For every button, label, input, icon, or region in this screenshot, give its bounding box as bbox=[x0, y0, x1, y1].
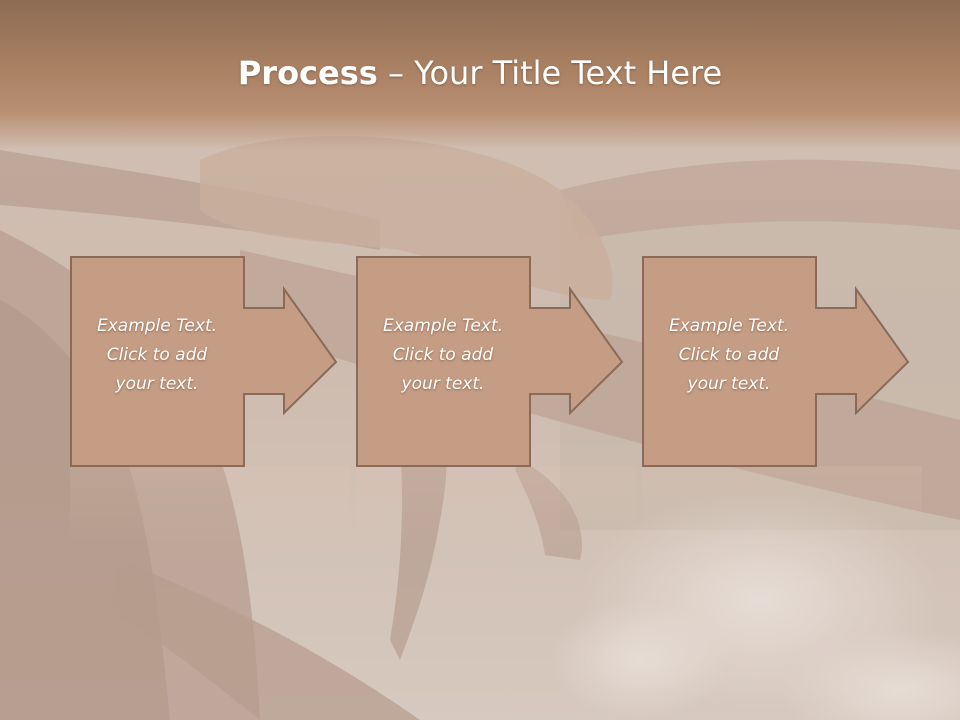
step-text: Example Text. Click to add your text. bbox=[642, 312, 816, 399]
step-text: Example Text. Click to add your text. bbox=[356, 312, 530, 399]
arrow-box-shape bbox=[356, 256, 624, 467]
arrow-box-shape bbox=[642, 256, 910, 467]
arrow-box-shape bbox=[70, 256, 338, 467]
step-line-3: your text. bbox=[115, 374, 199, 394]
step-text: Example Text. Click to add your text. bbox=[70, 312, 244, 399]
step-reflection bbox=[356, 466, 636, 546]
step-line-1: Example Text. bbox=[668, 316, 790, 336]
step-line-2: Click to add bbox=[678, 345, 780, 365]
step-line-2: Click to add bbox=[392, 345, 494, 365]
step-line-3: your text. bbox=[687, 374, 771, 394]
step-line-1: Example Text. bbox=[382, 316, 504, 336]
step-line-1: Example Text. bbox=[96, 316, 218, 336]
page-title[interactable]: Process – Your Title Text Here bbox=[0, 54, 960, 92]
title-rest: – Your Title Text Here bbox=[377, 54, 723, 92]
step-reflection bbox=[70, 466, 350, 546]
step-line-2: Click to add bbox=[106, 345, 208, 365]
process-step-2[interactable]: Example Text. Click to add your text. bbox=[356, 256, 636, 556]
title-band bbox=[0, 0, 960, 150]
step-reflection bbox=[642, 466, 922, 546]
title-bold-word: Process bbox=[237, 54, 378, 92]
process-step-1[interactable]: Example Text. Click to add your text. bbox=[70, 256, 350, 556]
step-line-3: your text. bbox=[401, 374, 485, 394]
process-step-3[interactable]: Example Text. Click to add your text. bbox=[642, 256, 922, 556]
